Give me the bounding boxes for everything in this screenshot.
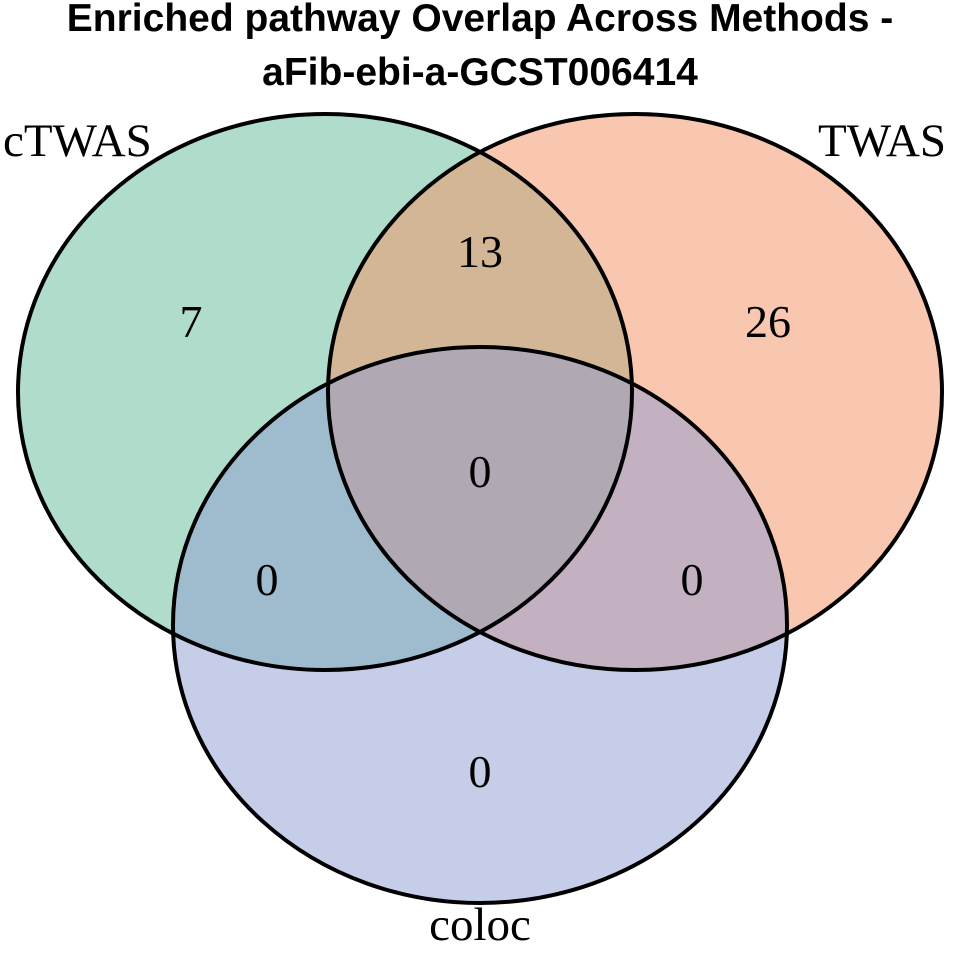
coloc-circle-outline — [171, 345, 789, 905]
set-label-ctwas: cTWAS — [3, 115, 152, 167]
count-ctwas-twas: 13 — [457, 226, 503, 277]
venn-outlines — [16, 112, 944, 905]
figure-title-line-2: aFib-ebi-a-GCST006414 — [262, 51, 698, 94]
ctwas-circle-outline — [16, 112, 634, 672]
count-coloc-only: 0 — [469, 746, 492, 797]
twas-circle-outline — [326, 112, 944, 672]
count-twas-only: 26 — [745, 296, 791, 347]
set-label-twas: TWAS — [818, 115, 946, 167]
count-ctwas-only: 7 — [180, 296, 203, 347]
count-twas-coloc: 0 — [681, 554, 704, 605]
count-ctwas-coloc: 0 — [256, 554, 279, 605]
coloc-circle-fill — [173, 347, 787, 903]
set-label-coloc: coloc — [429, 899, 531, 951]
venn-fills — [18, 114, 942, 903]
figure-title-line-1: Enriched pathway Overlap Across Methods … — [67, 0, 893, 40]
count-all-three: 0 — [469, 446, 492, 497]
